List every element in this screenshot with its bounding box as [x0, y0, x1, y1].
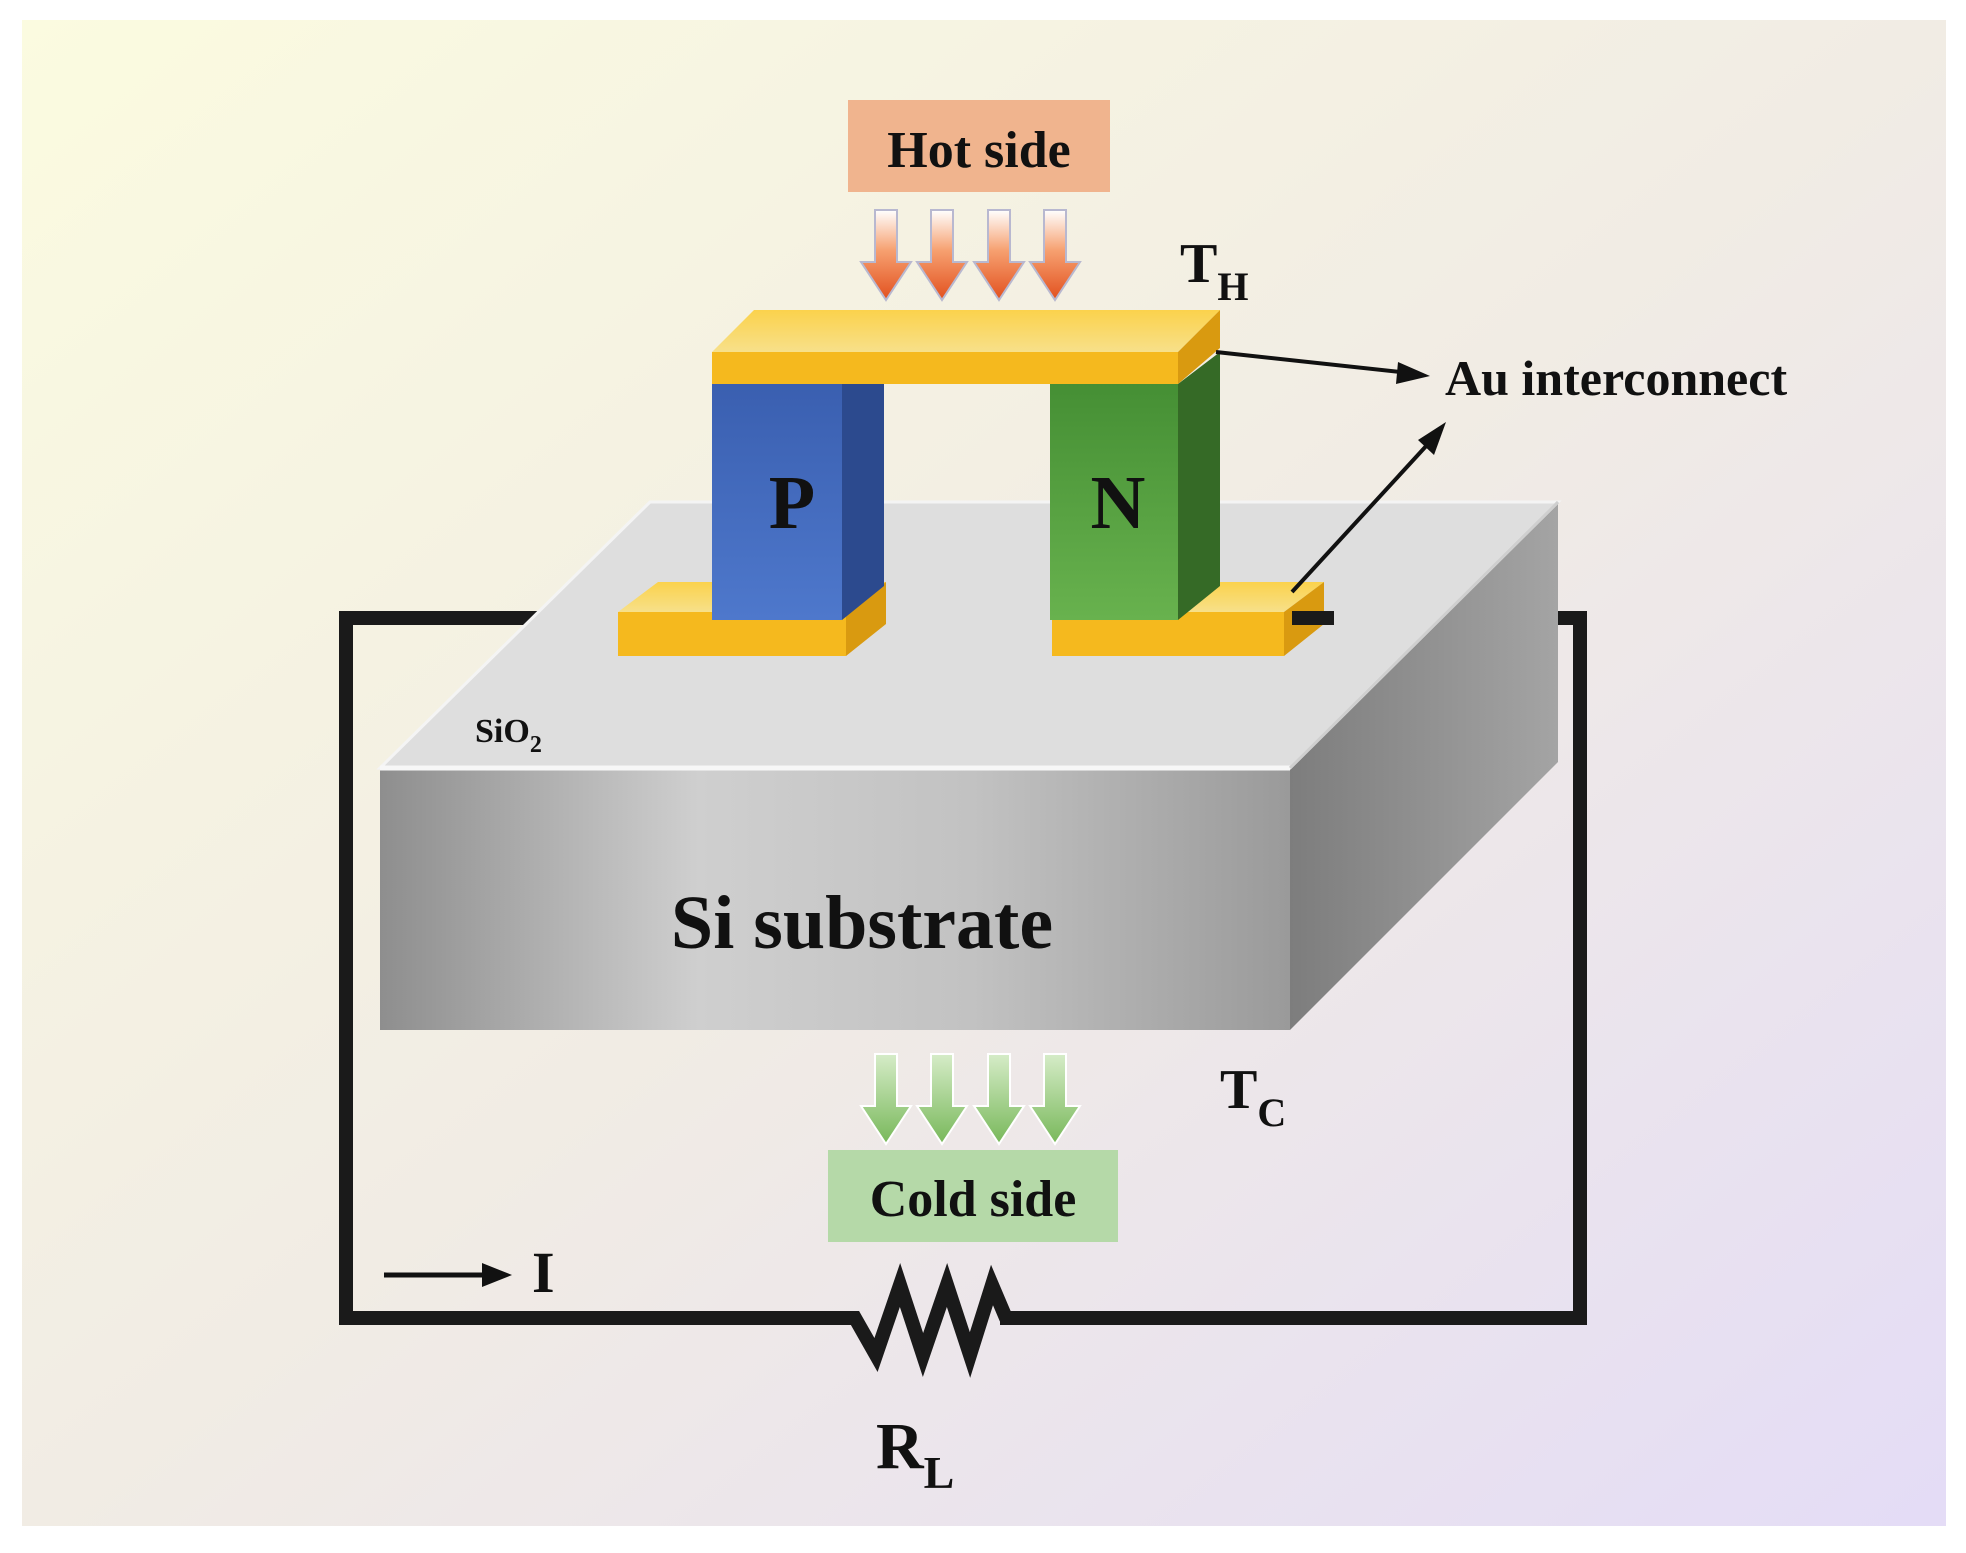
hot-arrows [859, 209, 1082, 302]
t-cold-main: T [1220, 1059, 1257, 1121]
si-substrate-block [376, 500, 1562, 1030]
au-pointer-arrows [1215, 350, 1446, 594]
cold-arrow [859, 1053, 913, 1146]
substrate-edge [1288, 500, 1560, 770]
cold-arrows [859, 1053, 1082, 1146]
hot-arrow [915, 209, 969, 302]
t-hot-label: TH [1180, 233, 1248, 309]
sio2-label: SiO2 [475, 713, 542, 758]
cold-arrow [915, 1053, 969, 1146]
hot-arrow [1028, 209, 1082, 302]
hot-side-box [848, 100, 1110, 192]
t-hot-main: T [1180, 233, 1217, 295]
current-arrow [384, 1263, 512, 1287]
cold-arrow [972, 1053, 1026, 1146]
p-label: P [769, 461, 815, 545]
t-cold-label: TC [1220, 1059, 1286, 1135]
load-main: R [876, 1410, 925, 1483]
n-leg [1050, 352, 1220, 620]
cold-arrow [1028, 1053, 1082, 1146]
cold-side-label: Cold side [870, 1171, 1077, 1228]
cold-side-box [828, 1150, 1118, 1242]
substrate-front-face [380, 768, 1290, 1030]
sio2-subscript: 2 [530, 732, 542, 758]
hot-side-label: Hot side [887, 122, 1070, 179]
hot-arrow [972, 209, 1026, 302]
n-label: N [1091, 461, 1146, 545]
load-resistor-label: RL [876, 1410, 954, 1498]
p-leg [712, 352, 884, 620]
load-subscript: L [924, 1447, 955, 1498]
substrate-label: Si substrate [671, 881, 1053, 965]
hot-arrow [859, 209, 913, 302]
au-interconnect-label: Au interconnect [1445, 350, 1787, 406]
t-hot-subscript: H [1217, 264, 1248, 309]
au-bridge-top [712, 310, 1220, 384]
substrate-side-face [1290, 502, 1558, 1030]
t-cold-subscript: C [1257, 1090, 1286, 1135]
sio2-main: SiO [475, 713, 530, 750]
load-resistor [825, 1263, 1013, 1378]
current-label: I [532, 1240, 555, 1305]
